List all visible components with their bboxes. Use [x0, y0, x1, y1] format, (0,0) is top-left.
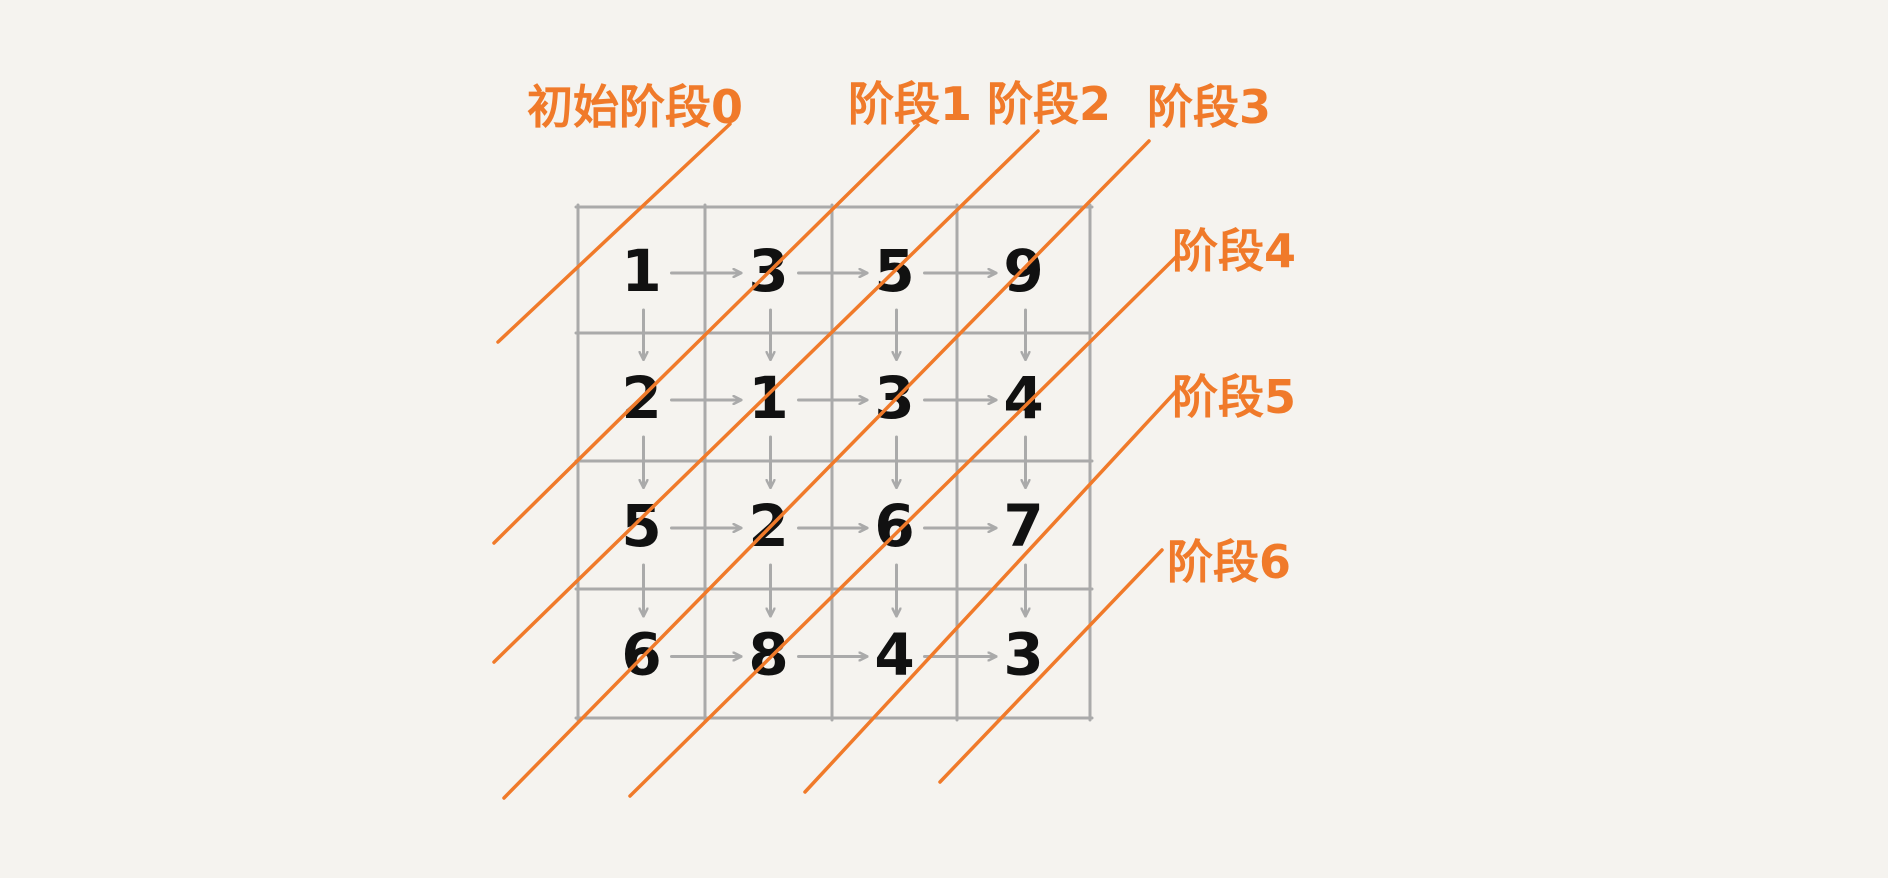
- stage-line: [628, 253, 1180, 798]
- stage-lines: [492, 122, 1182, 800]
- cell-value: 3: [1003, 621, 1043, 689]
- stage-line: [803, 385, 1182, 794]
- stage-label: 阶段4: [1172, 224, 1296, 278]
- stage-label: 初始阶段0: [527, 80, 743, 134]
- stage-line: [492, 129, 1040, 664]
- stage-label: 阶段6: [1167, 535, 1291, 589]
- cell-value: 2: [748, 492, 788, 560]
- stage-label: 阶段1: [848, 77, 972, 131]
- transition-arrows: [644, 273, 1026, 657]
- cell-value: 4: [874, 621, 914, 689]
- cell-value: 7: [1003, 492, 1043, 560]
- stage-label: 阶段5: [1172, 370, 1296, 424]
- stage-line: [938, 548, 1164, 784]
- cell-value: 1: [621, 237, 661, 305]
- stage-labels: 初始阶段0 阶段1 阶段2 阶段3 阶段4 阶段5 阶段6: [527, 77, 1296, 589]
- cell-value: 8: [748, 621, 788, 689]
- cell-value: 6: [621, 621, 661, 689]
- stage-line: [496, 122, 732, 344]
- stage-label: 阶段3: [1147, 80, 1271, 134]
- stage-line: [492, 123, 920, 545]
- stage-label: 阶段2: [987, 77, 1111, 131]
- stage-line: [502, 139, 1151, 800]
- cell-value: 1: [748, 364, 788, 432]
